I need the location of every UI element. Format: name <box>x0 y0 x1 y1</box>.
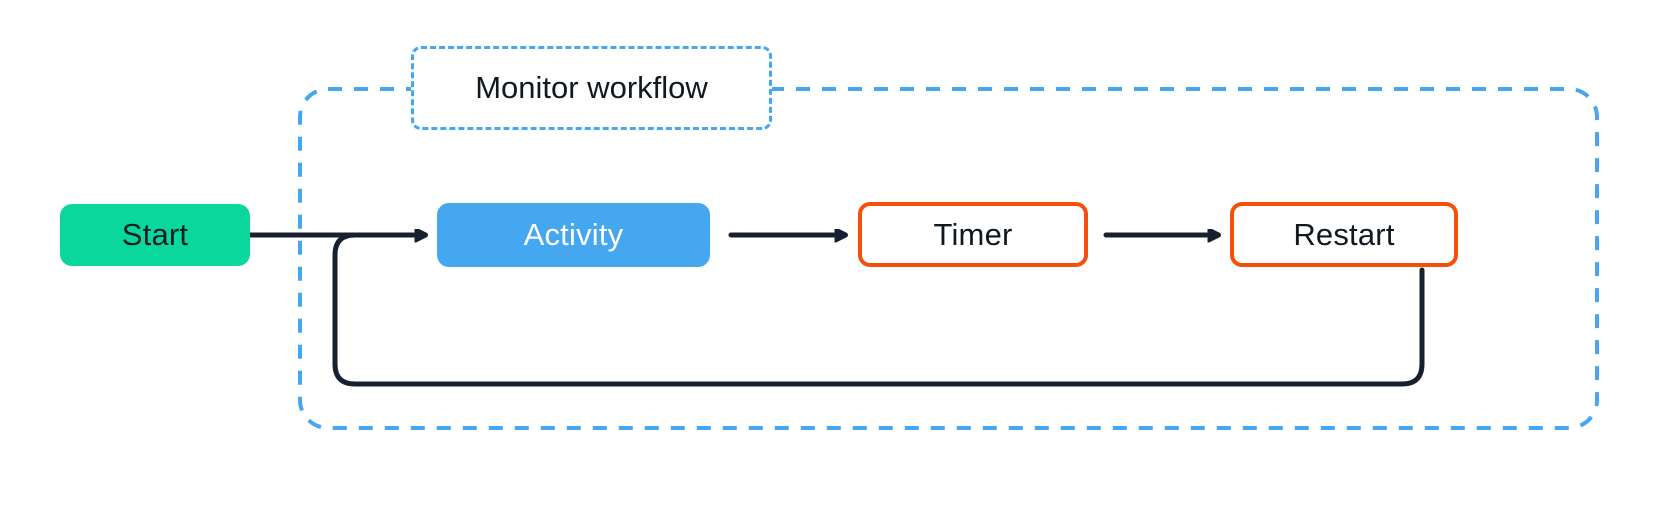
node-timer[interactable]: Timer <box>858 202 1088 267</box>
node-restart[interactable]: Restart <box>1230 202 1458 267</box>
edge-restart-to-activity-loop <box>332 232 1425 387</box>
node-start[interactable]: Start <box>60 204 250 266</box>
group-label-monitor-workflow: Monitor workflow <box>411 46 772 130</box>
node-start-label: Start <box>121 217 189 252</box>
node-activity[interactable]: Activity <box>437 203 710 267</box>
node-timer-label: Timer <box>933 216 1013 252</box>
node-activity-label: Activity <box>523 217 624 252</box>
node-restart-label: Restart <box>1293 216 1395 252</box>
group-label-text: Monitor workflow <box>475 70 708 105</box>
